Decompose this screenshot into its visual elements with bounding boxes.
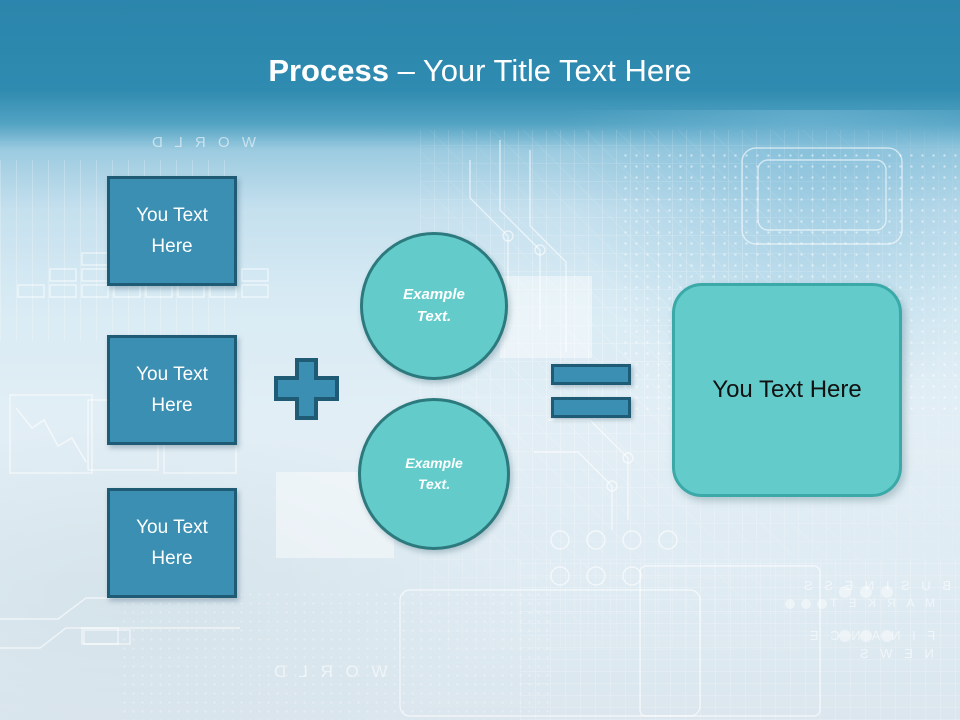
background-ghost-word: B U S I N E S S <box>800 578 952 593</box>
circuit-dot-matrix-pattern-lower <box>120 590 550 720</box>
background-ghost-word: W O R L D <box>270 662 388 681</box>
title-remainder: – Your Title Text Here <box>388 53 692 88</box>
background-ghost-word: N E W S <box>856 646 934 661</box>
background-hatch-bottom <box>520 560 960 720</box>
result-box[interactable]: You Text Here <box>672 283 902 497</box>
title-emphasis: Process <box>268 53 389 88</box>
background-ghost-word: F I N A N C E <box>806 628 936 643</box>
result-box-label: You Text Here <box>712 376 862 403</box>
background-ghost-word: M A R K E T <box>826 596 936 610</box>
plus-operator-icon <box>274 358 339 420</box>
equals-bar-bottom <box>551 397 631 418</box>
equals-operator-icon <box>551 364 631 418</box>
equals-bar-top <box>551 364 631 385</box>
background-ghost-word: W O R L D <box>148 134 256 151</box>
page-title: Process – Your Title Text Here <box>0 52 960 90</box>
slide-header: Process – Your Title Text Here <box>0 0 960 124</box>
